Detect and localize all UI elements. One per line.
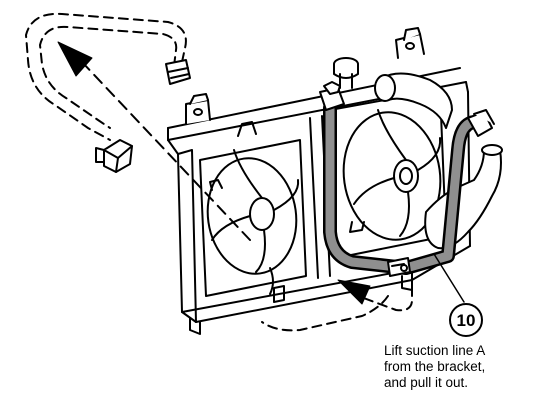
step-callout: 10 — [449, 303, 483, 337]
caption-line-1: Lift suction line A — [384, 343, 486, 358]
caption-line-3: and pull it out. — [384, 375, 469, 390]
bracket — [387, 257, 411, 277]
step-number: 10 — [457, 311, 476, 330]
removal-arrow-upper — [57, 41, 251, 241]
mounting-tab-left — [185, 93, 211, 125]
removal-route-dashed — [261, 295, 389, 332]
fitting-nut-upper — [165, 59, 191, 85]
caption-line-2: from the bracket, — [384, 359, 486, 374]
fitting-upper-right — [467, 109, 495, 137]
instruction-caption: Lift suction line A from the bracket, an… — [384, 343, 532, 391]
fitting-block-left — [95, 139, 133, 173]
removal-arrow-lower — [337, 271, 413, 312]
fitting-upper-left — [319, 81, 345, 111]
radiator-cap — [333, 57, 359, 89]
mounting-tab-right — [395, 27, 425, 59]
removed-suction-line-dashed — [25, 12, 187, 141]
callout-leader-line — [433, 253, 465, 303]
cooling-fan-left — [199, 121, 307, 303]
